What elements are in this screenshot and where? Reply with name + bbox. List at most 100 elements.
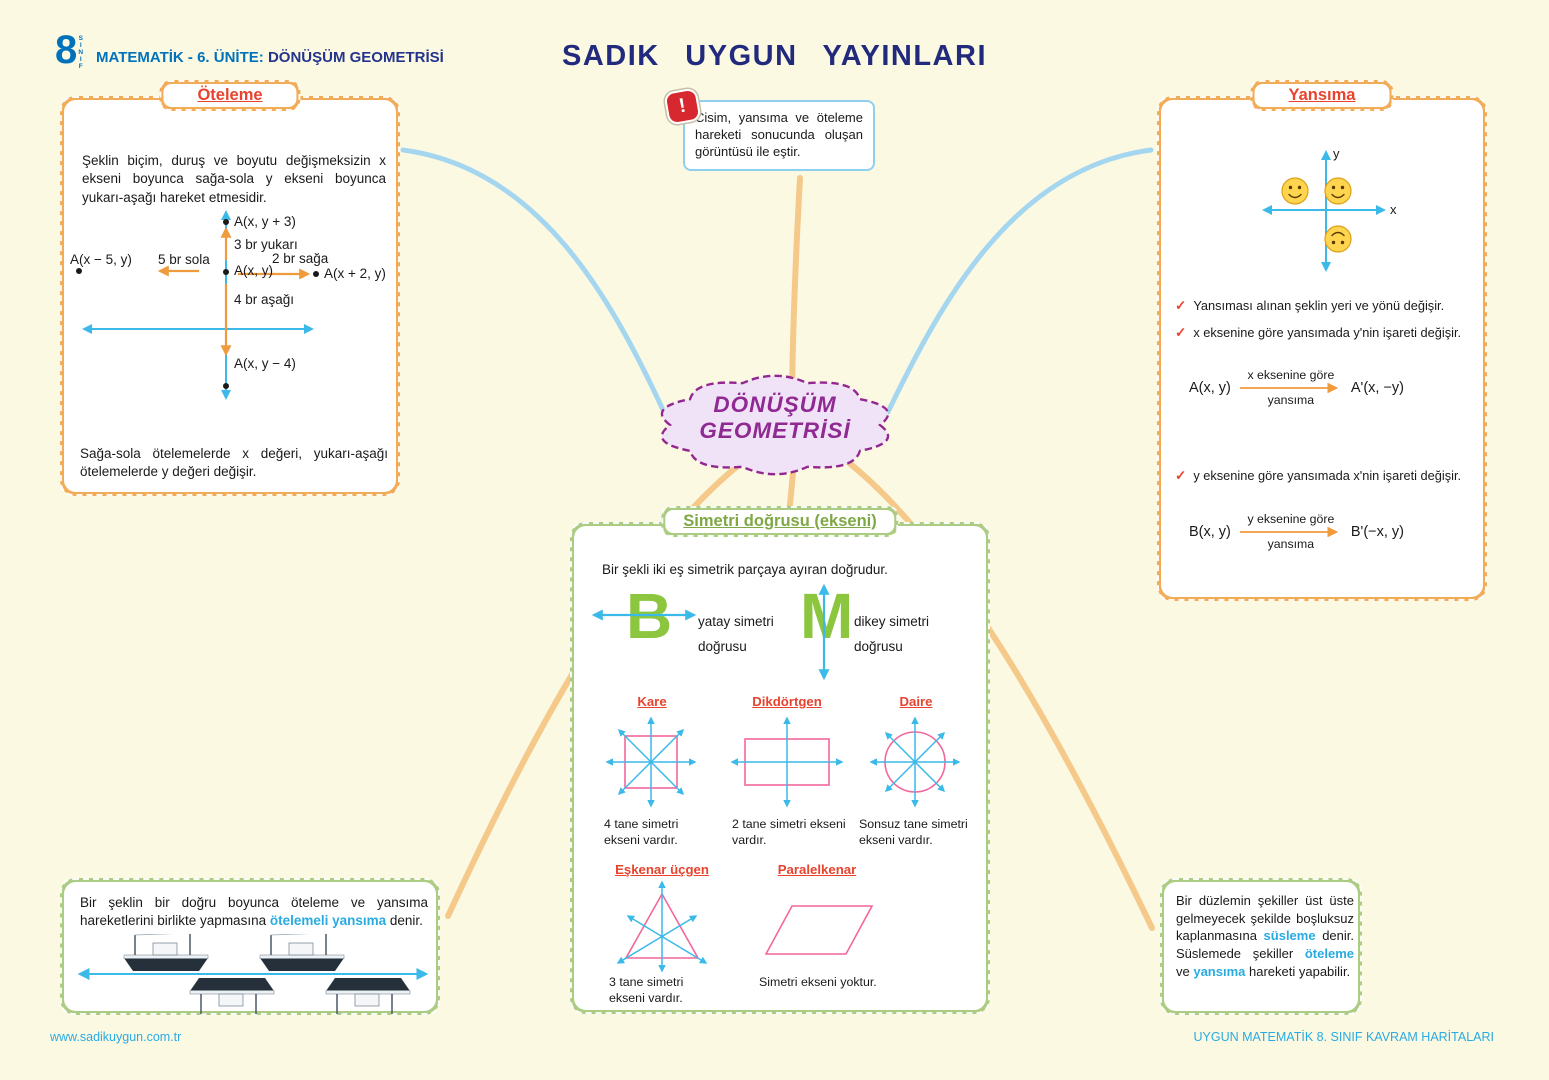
bm-symmetry-arrows xyxy=(591,583,830,681)
formula-to: B'(−x, y) xyxy=(1350,524,1405,541)
warning-note: Cisim, yansıma ve öteleme hareketi sonuc… xyxy=(683,100,875,171)
formula-arrow xyxy=(1239,527,1339,538)
oteleme-highlight: öteleme xyxy=(1304,946,1354,962)
smiley-reflected xyxy=(1324,225,1352,253)
check-icon: ✓ xyxy=(1175,325,1187,340)
simetri-panel: Simetri doğrusu (ekseni) Bir şekli iki e… xyxy=(570,506,990,1014)
formula-under: yansıma xyxy=(1267,537,1315,552)
formula-from: B(x, y) xyxy=(1189,524,1231,541)
label-left-point: A(x − 5, y) xyxy=(70,252,132,267)
label-right: 2 br sağa xyxy=(272,251,329,266)
point-bottom xyxy=(223,383,229,389)
otelemeli-yansima-panel: Bir şeklin bir doğru boyunca öteleme ve … xyxy=(60,878,440,1015)
label-up: 3 br yukarı xyxy=(234,237,298,252)
shape-name-dikdortgen: Dikdörtgen xyxy=(752,694,822,709)
cloud-title-line1: DÖNÜŞÜM xyxy=(713,392,837,417)
x-reflection-formula: A(x, y) x eksenine göre yansıma A'(x, −y… xyxy=(1189,368,1404,409)
cloud-shape xyxy=(660,374,890,476)
boat-2 xyxy=(259,934,345,972)
boat-1 xyxy=(123,934,209,972)
check-item-2: ✓x eksenine göre yansımada y'nin işareti… xyxy=(1175,325,1462,340)
susleme-panel: Bir düzlemin şekiller üst üste gelmeyece… xyxy=(1160,878,1362,1015)
susleme-text: Bir düzlemin şekiller üst üste gelmeyece… xyxy=(1176,893,1354,979)
y-reflection-formula: B(x, y) y eksenine göre yansıma B'(−x, y… xyxy=(1189,512,1404,553)
check-item-1: ✓Yansıması alınan şeklin yeri ve yönü de… xyxy=(1175,298,1445,313)
daire-caption: Sonsuz tane simetri ekseni vardır. xyxy=(859,817,968,848)
m-caption-2: doğrusu xyxy=(854,639,903,654)
daire-figure xyxy=(869,716,961,808)
label-top-point: A(x, y + 3) xyxy=(234,214,296,229)
boats-figure xyxy=(77,934,429,1014)
formula-to: A'(x, −y) xyxy=(1350,380,1405,397)
label-center-point: A(x, y) xyxy=(234,263,273,278)
unit-title: MATEMATİK - 6. ÜNİTE: DÖNÜŞÜM GEOMETRİSİ xyxy=(96,49,444,66)
check-item-3: ✓y eksenine göre yansımada x'nin işareti… xyxy=(1175,468,1462,483)
oteleme-title: Öteleme xyxy=(159,80,301,111)
label-left: 5 br sola xyxy=(158,252,210,267)
concept-cloud xyxy=(660,374,890,476)
paralelkenar-figure xyxy=(764,905,874,955)
yansima-panel: Yansıma y x ✓Yansıması alınan şeklin yer… xyxy=(1157,80,1487,601)
kare-figure xyxy=(605,716,697,808)
footer-series: UYGUN MATEMATİK 8. SINIF KAVRAM HARİTALA… xyxy=(1193,1030,1494,1044)
simetri-title: Simetri doğrusu (ekseni) xyxy=(661,506,900,537)
boat-1-reflected xyxy=(189,977,275,1014)
label-bottom-point: A(x, y − 4) xyxy=(234,356,296,371)
grade-number: 8 xyxy=(55,28,78,72)
yansima-diagram: y x xyxy=(1262,146,1397,272)
connector-right-tan xyxy=(845,459,1155,931)
label-down: 4 br aşağı xyxy=(234,292,295,307)
check-icon: ✓ xyxy=(1175,298,1187,313)
ucgen-caption: 3 tane simetri ekseni vardır. xyxy=(609,975,684,1006)
susleme-highlight: süsleme xyxy=(1263,928,1316,944)
boat-2-reflected xyxy=(325,977,411,1014)
label-right-point: A(x + 2, y) xyxy=(324,266,386,281)
oteleme-intro: Şeklin biçim, duruş ve boyutu değişmeksi… xyxy=(82,153,386,205)
check-icon: ✓ xyxy=(1175,468,1187,483)
formula-arrow xyxy=(1239,383,1339,394)
yansima-title: Yansıma xyxy=(1250,80,1394,111)
point-top xyxy=(223,219,229,225)
b-caption-2: doğrusu xyxy=(698,639,747,654)
otelemeli-yansima-text: Bir şeklin bir doğru boyunca öteleme ve … xyxy=(80,895,428,929)
point-left xyxy=(76,268,82,274)
formula-over: y eksenine göre xyxy=(1247,512,1335,526)
y-axis-label: y xyxy=(1333,146,1340,161)
oteleme-panel: Öteleme Şeklin biçim, duruş ve boyutu de… xyxy=(60,80,400,496)
formula-under: yansıma xyxy=(1267,393,1315,408)
smiley-right xyxy=(1324,177,1352,205)
connector-right-blue xyxy=(885,147,1154,415)
grade-badge: 8 SINIF xyxy=(55,30,84,70)
paralelkenar-caption: Simetri ekseni yoktur. xyxy=(759,975,877,989)
shape-name-kare: Kare xyxy=(637,694,667,709)
cloud-title: DÖNÜŞÜM GEOMETRİSİ xyxy=(635,392,915,444)
eskenar-ucgen-figure xyxy=(616,880,708,973)
shape-name-paralelkenar: Paralelkenar xyxy=(777,862,857,877)
warning-icon: ! xyxy=(663,87,702,126)
connector-note-cloud xyxy=(789,175,803,395)
otelemeli-yansima-highlight: ötelemeli yansıma xyxy=(269,913,387,929)
smiley-left xyxy=(1281,177,1309,205)
oteleme-outro: Sağa-sola ötelemelerde x değeri, yukarı-… xyxy=(80,446,388,480)
m-caption-1: dikey simetri xyxy=(854,614,930,629)
dikdortgen-figure xyxy=(730,716,844,808)
unit-name: DÖNÜŞÜM GEOMETRİSİ xyxy=(267,49,444,66)
oteleme-diagram xyxy=(76,210,319,400)
dikdortgen-caption: 2 tane simetri ekseni vardır. xyxy=(732,817,846,848)
shape-name-daire: Daire xyxy=(899,694,933,709)
x-axis-label: x xyxy=(1390,202,1397,217)
unit-prefix: MATEMATİK - 6. ÜNİTE: xyxy=(96,49,264,66)
publisher-title: SADIK UYGUN YAYINLARI xyxy=(561,40,988,72)
grade-sub: SINIF xyxy=(77,35,85,70)
simetri-intro: Bir şekli iki eş simetrik parçaya ayıran… xyxy=(602,562,888,577)
point-center xyxy=(223,269,229,275)
shape-name-ucgen: Eşkenar üçgen xyxy=(615,862,709,877)
formula-over: x eksenine göre xyxy=(1247,368,1335,382)
note-text: Cisim, yansıma ve öteleme hareketi sonuc… xyxy=(695,110,863,159)
point-right xyxy=(313,271,319,277)
kare-caption: 4 tane simetri ekseni vardır. xyxy=(604,817,679,848)
formula-from: A(x, y) xyxy=(1189,380,1231,397)
footer-url: www.sadikuygun.com.tr xyxy=(50,1030,182,1044)
connector-left-blue xyxy=(400,147,667,415)
